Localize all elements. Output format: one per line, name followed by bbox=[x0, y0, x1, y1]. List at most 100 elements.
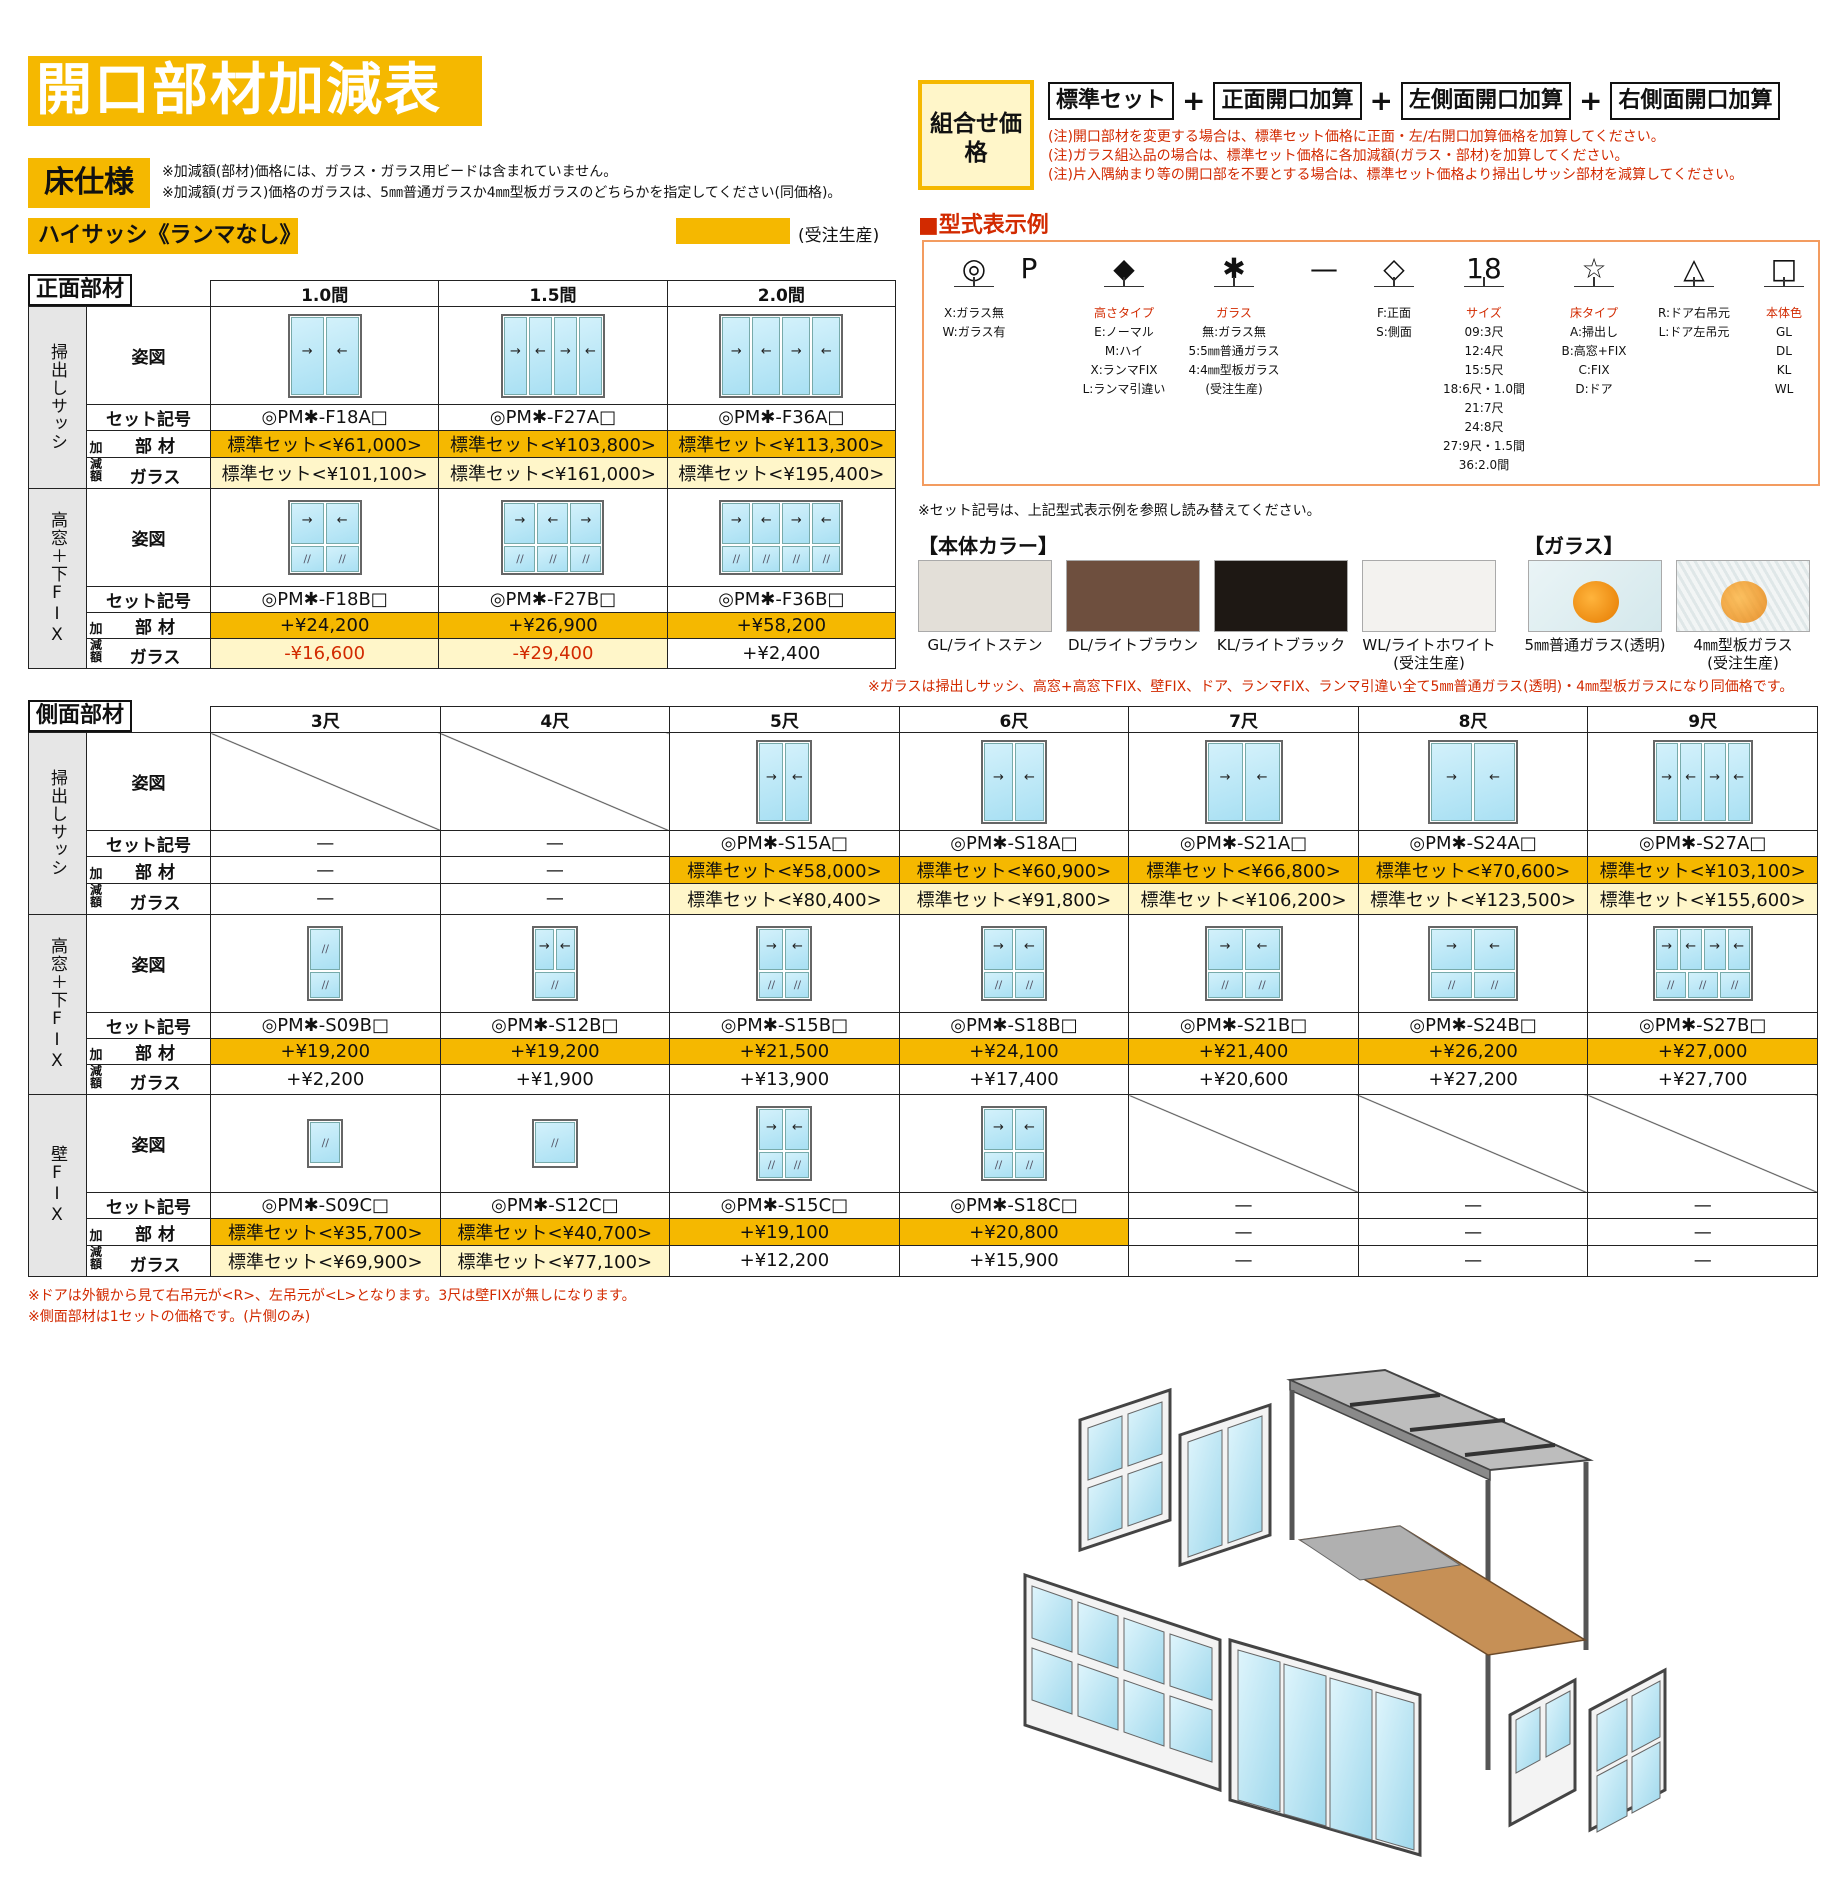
figure-cell: →←// bbox=[439, 913, 671, 1013]
parts-price-cell: +¥24,200 bbox=[209, 611, 440, 639]
set-code-cell: ◎PM✱-S15B□ bbox=[669, 1011, 900, 1039]
model-code-option: R:ドア右吊元 bbox=[1657, 306, 1730, 320]
column-header: 4尺 bbox=[439, 706, 671, 733]
figure-cell: // bbox=[210, 1094, 441, 1193]
adj-char: 減額 bbox=[89, 638, 102, 664]
figure-cell: →←//// bbox=[898, 913, 1130, 1013]
color-label: DL/ライトブラウン bbox=[1068, 636, 1198, 654]
adj-char: 減額 bbox=[89, 1064, 102, 1090]
model-code-option: GL bbox=[1776, 325, 1792, 339]
plus-sign: + bbox=[1182, 84, 1206, 117]
model-code-tick bbox=[1764, 277, 1804, 302]
glass-label: 5㎜普通ガラス(透明) bbox=[1524, 636, 1666, 654]
figure-cell: →←→← bbox=[438, 306, 668, 405]
model-code-option: M:ハイ bbox=[1104, 344, 1144, 358]
glass-label: ガラス bbox=[129, 467, 181, 488]
sliding-sash-icon: →← bbox=[1204, 739, 1283, 824]
high-window-fix-icon: →←→←//////// bbox=[719, 499, 844, 575]
high-window-fix-icon: →←//// bbox=[756, 925, 813, 1001]
model-code-heading: サイズ bbox=[1466, 306, 1502, 320]
model-code-option: 12:4尺 bbox=[1464, 344, 1504, 358]
set-code-cell: ◎PM✱-F18A□ bbox=[209, 404, 440, 431]
model-code-heading: ガラス bbox=[1216, 306, 1252, 320]
set-code-cell: ◎PM✱-F27A□ bbox=[438, 404, 668, 431]
figure-cell: // bbox=[439, 1094, 671, 1193]
model-code-option: 18:6尺・1.0間 bbox=[1442, 382, 1526, 396]
high-window-fix-icon: //// bbox=[307, 925, 344, 1001]
figure-cell: //// bbox=[210, 913, 441, 1013]
high-window-fix-icon: →←//// bbox=[287, 499, 362, 575]
model-code-option: 36:2.0間 bbox=[1458, 458, 1510, 472]
orange-fruit-icon bbox=[1721, 581, 1767, 623]
model-code-symbol: — bbox=[1310, 252, 1338, 285]
sliding-sash-icon: →← bbox=[1428, 739, 1519, 824]
glass-price-cell: +¥12,200 bbox=[669, 1245, 900, 1277]
model-code-option: L:ランマ引違い bbox=[1082, 382, 1166, 396]
color-swatch-dl bbox=[1066, 560, 1200, 632]
parts-price-cell: 標準セット<¥58,000> bbox=[669, 856, 900, 884]
glass-price-cell: 標準セット<¥161,000> bbox=[438, 457, 668, 489]
color-sublabel: (受注生産) bbox=[1393, 654, 1465, 672]
model-code-tick bbox=[954, 277, 994, 302]
group-label: 高窓＋下FIX bbox=[28, 913, 87, 1095]
page-title: 開口部材加減表 bbox=[28, 56, 482, 126]
sliding-sash-icon: →← bbox=[980, 739, 1047, 824]
row-label-figure: 姿図 bbox=[86, 1094, 211, 1193]
set-code-cell: ◎PM✱-F36B□ bbox=[666, 585, 897, 613]
figure-cell: →← bbox=[669, 732, 900, 831]
parts-price-cell: 標準セット<¥103,100> bbox=[1587, 856, 1818, 884]
glass-price-cell: 標準セット<¥155,600> bbox=[1587, 883, 1818, 915]
row-label-set-code: セット記号 bbox=[86, 1011, 211, 1039]
floor-notes: ※加減額(部材)価格には、ガラス・ガラス用ビードは含まれていません。 ※加減額(… bbox=[162, 162, 841, 204]
glass-label-patterned: 4㎜型板ガラス (受注生産) bbox=[1676, 636, 1810, 672]
parts-price-cell: 標準セット<¥103,800> bbox=[438, 430, 668, 458]
combo-note: (注)片入隅納まり等の開口部を不要とする場合は、標準セット価格より掃出しサッシ部… bbox=[1048, 167, 1744, 183]
combo-note: (注)ガラス組込品の場合は、標準セット価格に各加減額(ガラス・部材)を加算してく… bbox=[1048, 148, 1629, 164]
parts-price-cell: 標準セット<¥35,700> bbox=[210, 1218, 441, 1246]
parts-price-cell: +¥26,900 bbox=[438, 611, 668, 639]
combo-formula: 標準セット + 正面開口加算 + 左側面開口加算 + 右側面開口加算 bbox=[1048, 82, 1781, 120]
figure-cell bbox=[1357, 1094, 1589, 1193]
column-header: 3尺 bbox=[210, 706, 441, 733]
parts-price-cell: 標準セット<¥70,600> bbox=[1357, 856, 1589, 884]
adj-char: 加 bbox=[89, 1228, 103, 1244]
roof-rafter bbox=[1409, 1418, 1506, 1432]
glass-price-cell: 標準セット<¥91,800> bbox=[898, 883, 1130, 915]
set-code-cell: ◎PM✱-S15A□ bbox=[669, 830, 900, 857]
footnote: ※側面部材は1セットの価格です。(片側のみ) bbox=[28, 1309, 311, 1325]
sliding-sash-icon: →← bbox=[756, 739, 813, 824]
set-code-cell: — bbox=[1357, 1192, 1589, 1219]
row-label-set-code: セット記号 bbox=[86, 1192, 211, 1219]
model-code-option: L:ドア左吊元 bbox=[1658, 325, 1730, 339]
side-panel-right bbox=[1588, 1667, 1667, 1833]
model-code-heading: 本体色 bbox=[1765, 306, 1802, 320]
model-code-option: X:ガラス無 bbox=[943, 306, 1005, 320]
model-code-symbol: ◆ bbox=[1113, 252, 1135, 285]
high-window-fix-icon: →←//// bbox=[980, 925, 1047, 1001]
sliding-sash-icon: →←→← bbox=[719, 313, 844, 398]
parts-price-cell: — bbox=[439, 856, 671, 884]
model-code-tick bbox=[1374, 277, 1414, 302]
high-sash-label: ハイサッシ《ランマなし》 bbox=[28, 218, 302, 254]
model-code-option: DL bbox=[1776, 344, 1792, 358]
row-label-parts: 加部 材 bbox=[86, 1037, 211, 1065]
roof-rafter bbox=[1464, 1443, 1556, 1457]
footnote: ※ドアは外観から見て右吊元が<R>、左吊元が<L>となります。3尺は壁FIXが無… bbox=[28, 1288, 636, 1304]
set-code-cell: ◎PM✱-S15C□ bbox=[669, 1192, 900, 1219]
row-label-figure: 姿図 bbox=[86, 487, 211, 587]
terrace-enclosure-illustration bbox=[1023, 1368, 1667, 1857]
set-code-cell: — bbox=[1128, 1192, 1359, 1219]
glass-price-cell: +¥27,200 bbox=[1357, 1063, 1589, 1095]
set-code-cell: ◎PM✱-S24B□ bbox=[1357, 1011, 1589, 1039]
high-window-fix-icon: →←//// bbox=[756, 1106, 813, 1181]
model-code-option: WL bbox=[1774, 382, 1794, 396]
glass-price-cell: — bbox=[210, 883, 441, 915]
glass-price-cell: 標準セット<¥69,900> bbox=[210, 1245, 441, 1277]
row-label-glass: 減額ガラス bbox=[86, 1245, 211, 1277]
figure-cell bbox=[439, 732, 671, 831]
model-code-column: — bbox=[1264, 252, 1384, 286]
